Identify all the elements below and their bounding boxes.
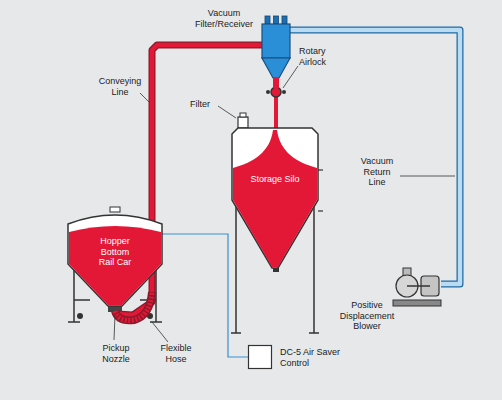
control-wire <box>162 234 248 357</box>
part-label: Rotary Airlock <box>299 46 347 67</box>
rotary-airlock <box>282 90 286 94</box>
leader-lines <box>114 315 115 340</box>
node-label: Positive Displacement Blower <box>337 300 397 332</box>
rail-car-wheels <box>77 313 83 319</box>
blower: Positive Displacement Blower <box>393 266 441 310</box>
filter-receiver-part <box>282 16 287 24</box>
filter-receiver-part <box>262 58 290 78</box>
filter-receiver-part <box>262 24 290 58</box>
silo-vent-filter <box>238 117 248 128</box>
blower-shape <box>393 266 441 310</box>
rotary-airlock <box>266 90 270 94</box>
silo-legs <box>235 198 237 333</box>
leader-lines <box>152 322 168 342</box>
rail-car-trucks <box>74 299 90 301</box>
part-label: Filter <box>190 99 218 110</box>
node-label: DC-5 Air Saver Control <box>280 347 342 368</box>
leader-lines <box>400 176 455 177</box>
node-label: Vacuum Filter/Receiver <box>190 8 258 29</box>
storage-silo: Storage Silo <box>232 128 318 270</box>
silo-legs <box>231 332 241 334</box>
rail-car-hatch <box>110 207 120 212</box>
rail-car-trucks <box>68 321 80 323</box>
rail-car-trucks <box>150 321 162 323</box>
filter-receiver: Vacuum Filter/Receiver <box>262 16 290 88</box>
hopper-rail-car: Hopper Bottom Rail Car <box>68 212 162 306</box>
blower-part <box>407 285 430 287</box>
line-label: Conveying Line <box>96 76 144 97</box>
silo-legs <box>313 198 315 333</box>
level-sensors <box>318 210 323 211</box>
part-label: Flexible Hose <box>154 343 198 364</box>
filter-receiver-part <box>274 16 279 24</box>
silo-legs <box>309 332 319 334</box>
leader-lines <box>114 66 455 342</box>
air-saver-control-box-shape <box>248 345 272 369</box>
line-label: Vacuum Return Line <box>356 156 398 188</box>
rotary-airlock <box>266 87 286 97</box>
silo-vent-filter <box>240 113 246 117</box>
storage-silo-part <box>232 128 318 268</box>
silo-vent-filter <box>238 113 248 128</box>
leader-lines <box>283 66 298 88</box>
leader-lines <box>140 93 149 102</box>
part-label: Pickup Nozzle <box>96 343 136 364</box>
filter-receiver-part <box>265 16 270 24</box>
rotary-airlock <box>271 87 281 97</box>
filter-receiver-part <box>273 78 279 88</box>
air-saver-control-box-part <box>249 346 272 369</box>
filter-receiver-shape <box>262 16 290 88</box>
air-saver-control-box: DC-5 Air Saver Control <box>248 345 272 369</box>
node-label: Hopper Bottom Rail Car <box>95 236 135 268</box>
hopper-rail-car-part <box>68 215 162 306</box>
hopper-rail-car-part <box>69 226 161 305</box>
storage-silo-part <box>233 130 317 267</box>
storage-silo-shape <box>232 128 318 270</box>
node-label: Storage Silo <box>250 174 300 185</box>
leader-lines <box>218 106 236 118</box>
blower-part <box>393 300 441 306</box>
